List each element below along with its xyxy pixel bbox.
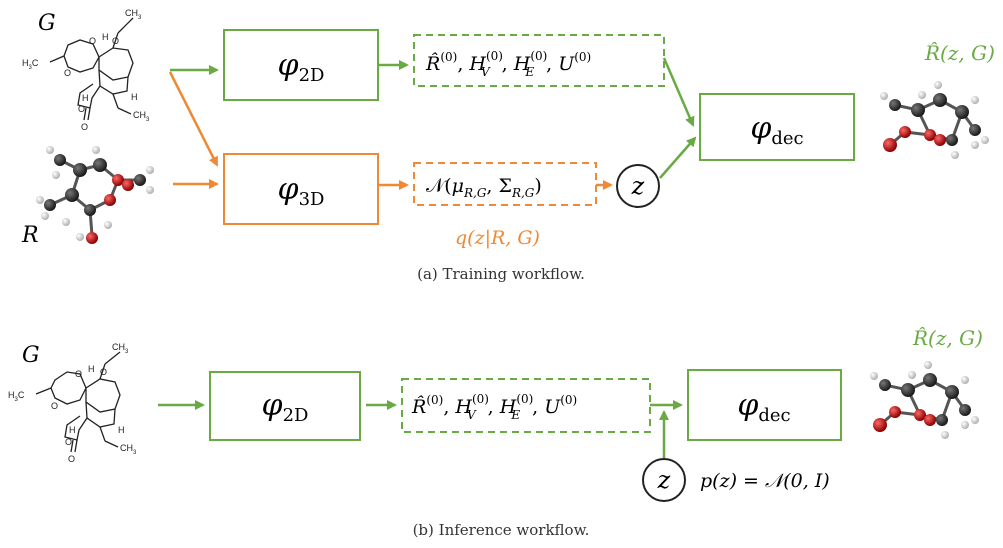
- h3c-label-c: C: [32, 58, 39, 68]
- caption-inference: (b) Inference workflow.: [413, 521, 590, 539]
- h3c-label-h: H: [22, 58, 29, 68]
- svg-text:CH3: CH3: [133, 110, 150, 123]
- ch3-inf-sub-2: 3: [133, 450, 137, 456]
- atom-h-1: H: [82, 93, 89, 103]
- svg-text:φdec: φdec: [750, 111, 803, 149]
- atom-o-2: O: [89, 36, 96, 46]
- arrow-graph-to-phi3d: [168, 71, 219, 167]
- atom-o-inf-2: O: [75, 369, 82, 379]
- atom-h-3: H: [131, 92, 138, 102]
- arrow-z-to-decoder: [659, 136, 697, 179]
- phi-2d-sub: 2D: [299, 65, 325, 86]
- svg-text:φ2D: φ2D: [278, 48, 325, 86]
- atom-o-inf-5: O: [68, 454, 75, 464]
- phi-dec-inf-symbol: φ: [737, 388, 758, 423]
- graph-label-g-inference: G: [22, 343, 40, 368]
- atom-o-inf-1: O: [100, 367, 107, 377]
- phi-dec-symbol: φ: [750, 111, 771, 146]
- molecule-2d-inference: O O O O O H H H CH3 CH3 H3C: [8, 342, 137, 464]
- inference-workflow: G O O O O O H H H CH3 CH3 H3C φ2D: [8, 326, 983, 539]
- atom-h-inf-2: H: [88, 364, 95, 374]
- phi-2d-inf-sub: 2D: [283, 405, 309, 426]
- latent-z-label: z: [631, 172, 645, 200]
- phi-2d-box: [223, 29, 379, 101]
- svg-text:CH3: CH3: [125, 8, 142, 21]
- atom-o-inf-3: O: [51, 401, 58, 411]
- ch3-label-2: CH: [133, 110, 146, 120]
- init-features-box-inference: [401, 378, 651, 433]
- training-workflow: G O O O O O H H H CH3 CH3 H3C: [21, 8, 995, 283]
- svg-text:H3C: H3C: [8, 390, 25, 403]
- svg-text:φdec: φdec: [737, 388, 790, 426]
- svg-text:CH3: CH3: [120, 443, 137, 456]
- svg-text:CH3: CH3: [112, 342, 129, 355]
- phi-dec-box: [699, 93, 855, 161]
- latent-z-node: [616, 164, 660, 208]
- latent-z-node-inference: [642, 458, 686, 502]
- init-features-formula: R̂(0), H(0)V, H(0)E, U(0): [425, 49, 591, 79]
- phi-dec-inf-sub: dec: [758, 405, 790, 426]
- prior-label: p(z) = 𝒩(0, I): [700, 470, 830, 492]
- ch3-label-1: CH: [125, 8, 138, 18]
- svg-text:φ2D: φ2D: [262, 388, 309, 426]
- h3c-sub: 3: [29, 65, 33, 71]
- h3c-inf-sub: 3: [15, 397, 19, 403]
- gaussian-box: [413, 162, 597, 206]
- phi-dec-box-inference: [687, 369, 842, 441]
- atom-h-2: H: [102, 32, 109, 42]
- ch3-inf-label-1: CH: [112, 342, 125, 352]
- ch3-inf-label-2: CH: [120, 443, 133, 453]
- phi-2d-box-inference: [209, 371, 361, 441]
- phi-2d-inf-symbol: φ: [262, 388, 283, 423]
- init-features-formula-inference: R̂(0), H(0)V, H(0)E, U(0): [411, 392, 577, 422]
- ch3-sub-2: 3: [146, 117, 150, 123]
- posterior-label: q(z|R, G): [455, 227, 540, 249]
- ch3-sub-1: 3: [138, 15, 142, 21]
- output-label-inference: R̂(z, G): [912, 326, 983, 350]
- atom-o-1: O: [112, 36, 119, 46]
- molecule-2d-training: O O O O O H H H CH3 CH3 H3C: [22, 8, 150, 132]
- atom-o-inf-4: O: [65, 437, 72, 447]
- gaussian-formula: 𝒩(μR,G, ΣR,G): [426, 175, 542, 200]
- arrow-features-to-decoder: [662, 57, 695, 127]
- phi-dec-sub: dec: [771, 128, 803, 149]
- ch3-inf-sub-1: 3: [125, 349, 129, 355]
- atom-o-5: O: [81, 122, 88, 132]
- graph-label-g: G: [38, 11, 56, 36]
- h3c-inf-label-h: H: [8, 390, 15, 400]
- init-features-box: [413, 34, 665, 87]
- latent-z-label-inference: z: [657, 466, 671, 494]
- atom-h-inf-1: H: [69, 425, 76, 435]
- svg-text:φ3D: φ3D: [278, 172, 325, 210]
- h3c-inf-label-c: C: [18, 390, 25, 400]
- molecule-3d-conformer: [36, 146, 154, 244]
- svg-text:H3C: H3C: [22, 58, 39, 71]
- phi-3d-symbol: φ: [278, 172, 299, 207]
- caption-training: (a) Training workflow.: [417, 265, 585, 283]
- molecule-3d-output-inference: [870, 361, 979, 439]
- phi-3d-box: [223, 153, 379, 225]
- output-label: R̂(z, G): [924, 41, 995, 65]
- phi-3d-sub: 3D: [299, 189, 325, 210]
- atom-o-4: O: [78, 104, 85, 114]
- conformer-label-r: R: [21, 223, 39, 248]
- phi-2d-symbol: φ: [278, 48, 299, 83]
- atom-h-inf-3: H: [118, 425, 125, 435]
- molecule-3d-output-training: [880, 81, 989, 159]
- atom-o-3: O: [64, 68, 71, 78]
